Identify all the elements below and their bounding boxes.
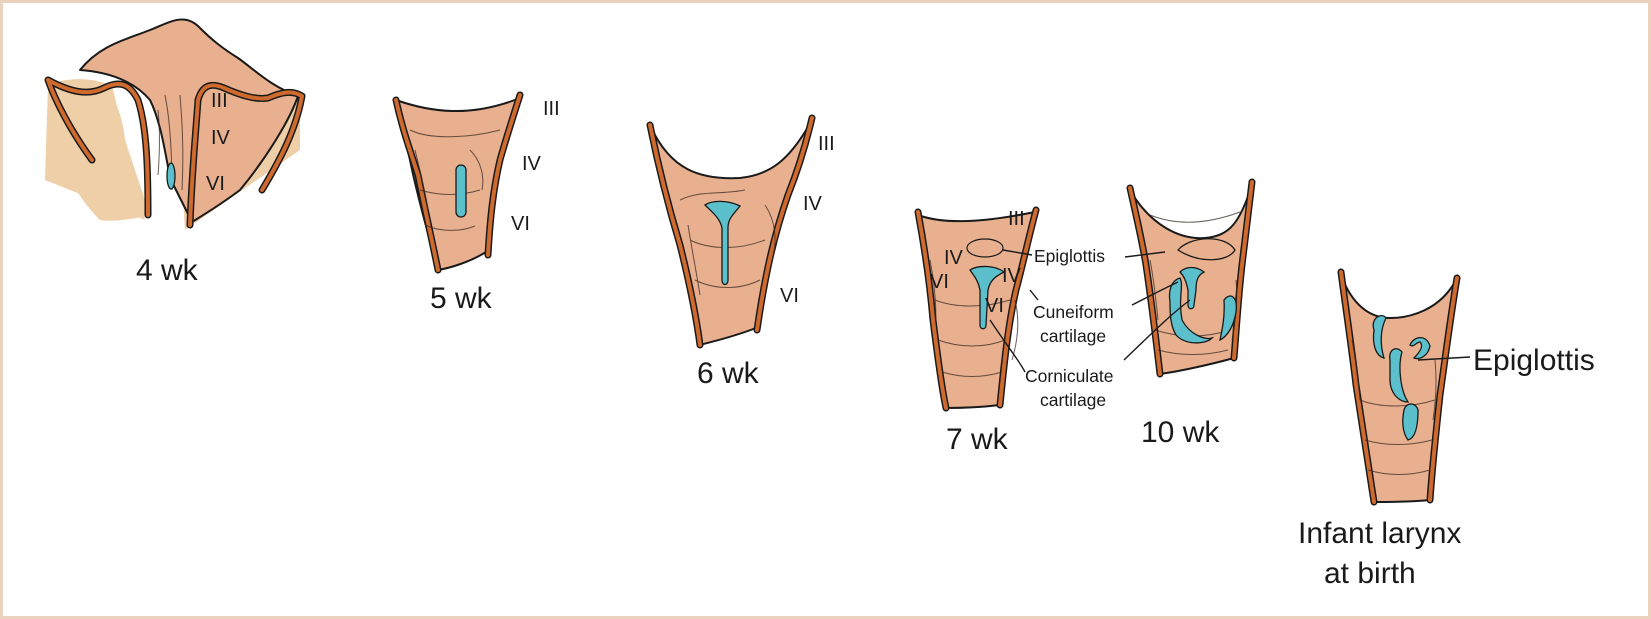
laryngeal-cartilage-6wk (703, 200, 741, 286)
arch-label-IV-6wk: IV (803, 193, 823, 215)
stage-6wk-drawing (646, 114, 816, 349)
arch-label-III-6wk: III (818, 133, 835, 155)
corniculate-left-10wk (1168, 277, 1215, 344)
stage-infant-drawing (1337, 268, 1461, 506)
arch-label-IV-5wk: IV (522, 153, 542, 175)
arch-label-IV-7wk: IV (1002, 265, 1022, 287)
annotation-leaders (989, 249, 1191, 373)
stage-label-10wk: 10 wk (1141, 416, 1220, 449)
stage-label-infant-line2: at birth (1324, 557, 1416, 590)
laryngotracheal-groove-5wk (455, 164, 467, 218)
arch-label-IV-4wk: IV (211, 127, 231, 149)
stage-label-infant-line1: Infant larynx (1298, 517, 1461, 550)
annotation-epiglottis: Epiglottis (1034, 246, 1105, 266)
stage-5wk-drawing (392, 91, 524, 274)
infant-epiglottis-leader (1417, 356, 1471, 361)
cuneiform-10wk (1179, 266, 1206, 310)
stage-10wk-drawing (1126, 178, 1256, 378)
arch-label-III-5wk: III (543, 98, 560, 120)
arch-label-IV-inner-7wk: IV (944, 247, 964, 269)
epiglottis-10wk (1177, 238, 1236, 261)
arch-label-III-4wk: III (211, 90, 228, 112)
laryngotracheal-groove-4wk (166, 162, 176, 190)
annotation-corniculate-line1: Corniculate (1025, 366, 1114, 386)
arch-label-VI-6wk: VI (780, 285, 799, 307)
arch-label-VI-4wk: VI (206, 173, 225, 195)
stage-4wk-drawing (44, 18, 306, 230)
infant-left-cartilage (1372, 315, 1387, 359)
epiglottis-swelling-7wk (966, 238, 1004, 258)
annotation-cuneiform-line1: Cuneiform (1033, 302, 1114, 322)
infant-lower-cartilage (1402, 403, 1419, 441)
annotation-infant-epiglottis: Epiglottis (1473, 344, 1595, 377)
arch-label-VI-inner-7wk: VI (930, 271, 949, 293)
annotation-corniculate-line2: cartilage (1040, 390, 1106, 410)
infant-arytenoid (1389, 348, 1410, 403)
arch-label-VI-5wk: VI (511, 213, 530, 235)
infant-epiglottis-cartilage (1409, 336, 1431, 360)
stage-label-5wk: 5 wk (430, 282, 493, 315)
corniculate-right-10wk (1219, 295, 1237, 342)
annotation-cuneiform-line2: cartilage (1040, 326, 1106, 346)
stage-label-7wk: 7 wk (946, 423, 1009, 456)
laryngeal-cartilage-7wk (969, 265, 1006, 330)
stage-label-4wk: 4 wk (136, 254, 199, 287)
stage-label-6wk: 6 wk (697, 357, 760, 390)
tongue-primordium-4wk (79, 18, 299, 223)
arch-label-VI-7wk: VI (985, 295, 1004, 317)
left-floor-4wk (48, 79, 150, 221)
stage-7wk-drawing (914, 206, 1040, 412)
arch-label-III-7wk: III (1008, 208, 1025, 230)
